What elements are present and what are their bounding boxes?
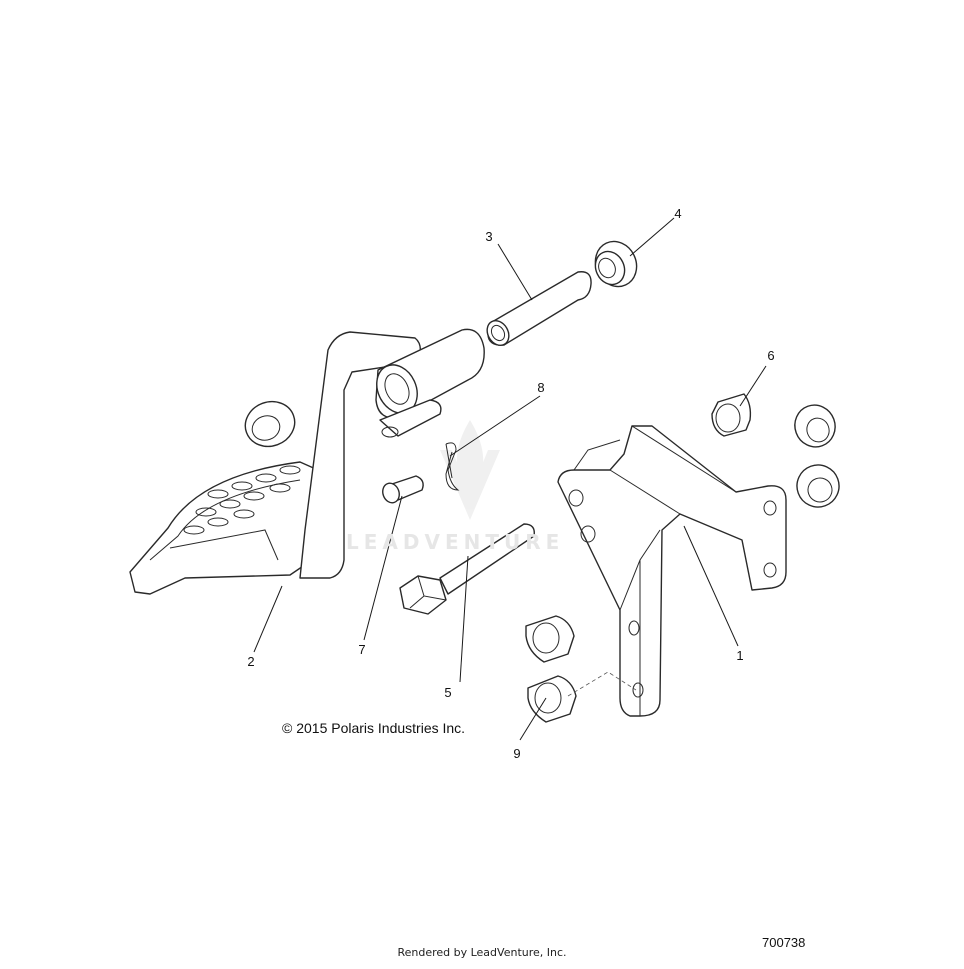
callout-4: 4 [674,206,681,221]
flange-bushing-left [244,400,296,448]
hex-bolt-part-5 [399,523,535,615]
callout-7: 7 [358,642,365,657]
brake-pedal-part-2 [129,328,485,595]
leader-4 [629,217,675,257]
bushing-tube-part-3 [486,271,592,347]
flange-nut-part-9-lower [527,675,577,723]
leader-2 [253,585,283,653]
callout-3: 3 [485,229,492,244]
copyright-notice: © 2015 Polaris Industries Inc. [282,720,466,736]
leader-7 [363,495,403,641]
flange-nut-part-9-upper [525,615,575,663]
nut-alignment-line [567,671,637,697]
leader-6 [739,365,767,407]
callout-2: 2 [247,654,254,669]
bushing-part-6-c [796,464,840,508]
clevis-pin-part-7 [382,475,424,504]
callout-1: 1 [736,648,743,663]
leader-5 [459,555,469,683]
pedal-tread-pattern [183,465,301,535]
leader-3 [497,243,533,301]
watermark-text: LEADVENTURE [346,530,565,554]
hair-pin-clip-part-8 [445,442,460,491]
watermark-logo [440,420,500,520]
leader-1 [683,525,739,647]
figure-number: 700738 [762,935,806,950]
bushing-part-6-b [794,404,836,448]
callout-8: 8 [537,380,544,395]
leader-8 [449,395,541,457]
mounting-bracket-part-1 [557,425,787,717]
flange-bushing-part-4 [594,240,638,288]
rendered-by-footer: Rendered by LeadVenture, Inc. [397,946,567,959]
bushing-part-6-a [711,393,752,437]
callout-6: 6 [767,348,774,363]
callout-9: 9 [513,746,520,761]
callout-5: 5 [444,685,451,700]
leader-9 [519,697,547,741]
